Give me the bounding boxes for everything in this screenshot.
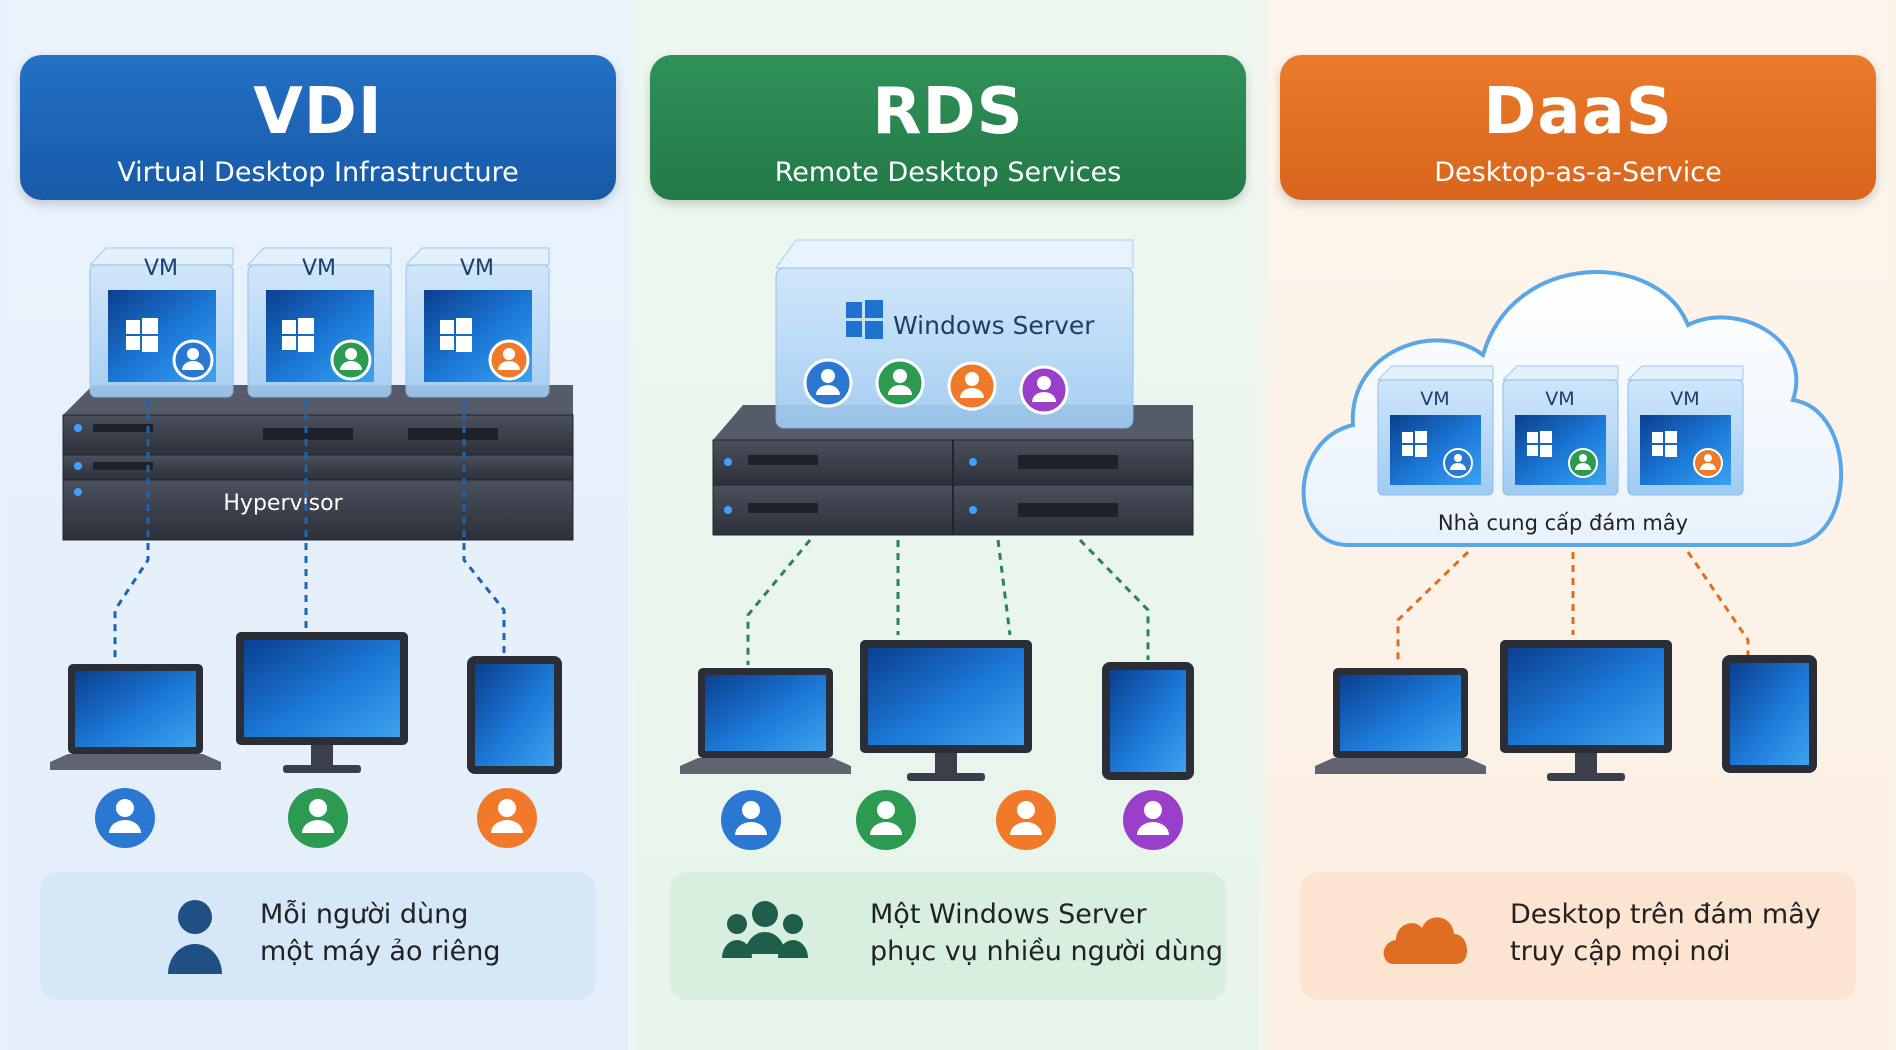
daas-caption-line1: Desktop trên đám mây [1510, 899, 1821, 930]
daas-title: DaaS [1483, 75, 1673, 149]
laptop-icon [50, 664, 221, 770]
user-icon [95, 788, 155, 848]
connection-lines [746, 538, 1150, 665]
monitor-icon [236, 632, 408, 773]
vm-cube-2: VM [1501, 365, 1619, 496]
daas-caption: Desktop trên đám mây truy cập mọi nơi [1300, 872, 1856, 1000]
vdi-caption: Mỗi người dùng một máy ảo riêng [40, 872, 596, 1000]
user-icon [1443, 448, 1473, 478]
vdi-caption-line1: Mỗi người dùng [260, 899, 469, 930]
vm-cube-2: VM [246, 247, 392, 398]
vm-cube-1: VM [1376, 365, 1494, 496]
user-icon [168, 900, 222, 974]
monitor-icon [860, 640, 1032, 781]
windows-logo-icon [846, 300, 883, 339]
tablet-icon [1102, 662, 1194, 780]
vm-label: VM [1420, 388, 1449, 410]
vdi-header: VDI Virtual Desktop Infrastructure [20, 55, 616, 200]
rds-subtitle: Remote Desktop Services [774, 157, 1122, 188]
users-group-icon [722, 901, 808, 958]
tablet-icon [467, 656, 562, 774]
windows-logo-icon [126, 318, 158, 352]
vm-label: VM [1545, 388, 1574, 410]
user-icon [1019, 365, 1069, 415]
rds-caption: Một Windows Server phục vụ nhiều người d… [670, 872, 1226, 1000]
windows-logo-icon [1527, 431, 1552, 457]
user-icon [947, 361, 997, 411]
daas-caption-line2: truy cập mọi nơi [1510, 936, 1731, 967]
vdi-subtitle: Virtual Desktop Infrastructure [117, 157, 519, 188]
windows-server-label: Windows Server [893, 311, 1095, 340]
user-icon [330, 339, 372, 381]
user-icon [1123, 790, 1183, 850]
user-icon [875, 358, 925, 408]
user-icon [996, 790, 1056, 850]
vdi-diagram: Hypervisor VM VM [50, 247, 574, 848]
vm-cube-1: VM [88, 247, 234, 398]
daas-panel: DaaS Desktop-as-a-Service Nhà cung cấp đ… [1268, 0, 1888, 1050]
monitor-icon [1500, 640, 1672, 781]
daas-header: DaaS Desktop-as-a-Service [1280, 55, 1876, 200]
user-icon [721, 790, 781, 850]
vdi-caption-line2: một máy ảo riêng [260, 936, 501, 967]
cloud-icon [1383, 917, 1468, 964]
windows-logo-icon [282, 318, 314, 352]
connection-lines [113, 400, 506, 660]
cloud-provider-label: Nhà cung cấp đám mây [1438, 511, 1688, 535]
daas-diagram: Nhà cung cấp đám mây VM VM [1301, 270, 1844, 781]
user-icon [172, 339, 214, 381]
vdi-title: VDI [253, 75, 383, 149]
rds-caption-line1: Một Windows Server [870, 899, 1147, 930]
windows-server-box: Windows Server [775, 239, 1134, 429]
vdi-panel: VDI Virtual Desktop Infrastructure Hyper… [8, 0, 628, 1050]
tablet-icon [1722, 655, 1817, 773]
user-icon [1568, 448, 1598, 478]
user-icon [803, 358, 853, 408]
vm-cube-3: VM [1626, 365, 1744, 496]
daas-subtitle: Desktop-as-a-Service [1434, 157, 1722, 188]
hypervisor-label: Hypervisor [223, 491, 343, 516]
connection-lines [1396, 550, 1750, 665]
user-icon [1693, 448, 1723, 478]
rds-title: RDS [872, 75, 1024, 149]
server-rack: Hypervisor [62, 385, 574, 541]
rds-header: RDS Remote Desktop Services [650, 55, 1246, 200]
user-icon [856, 790, 916, 850]
laptop-icon [680, 668, 851, 774]
rds-panel: RDS Remote Desktop Services Windows Serv… [638, 0, 1258, 1050]
user-icon [477, 788, 537, 848]
vm-cube-3: VM [404, 247, 550, 398]
windows-logo-icon [1652, 431, 1677, 457]
vm-label: VM [1670, 388, 1699, 410]
vm-label: VM [302, 256, 336, 281]
vm-label: VM [144, 256, 178, 281]
rds-diagram: Windows Server [680, 239, 1194, 850]
rds-caption-line2: phục vụ nhiều người dùng [870, 936, 1223, 967]
vm-label: VM [460, 256, 494, 281]
windows-logo-icon [440, 318, 472, 352]
laptop-icon [1315, 668, 1486, 774]
user-icon [288, 788, 348, 848]
windows-logo-icon [1402, 431, 1427, 457]
user-icon [488, 339, 530, 381]
